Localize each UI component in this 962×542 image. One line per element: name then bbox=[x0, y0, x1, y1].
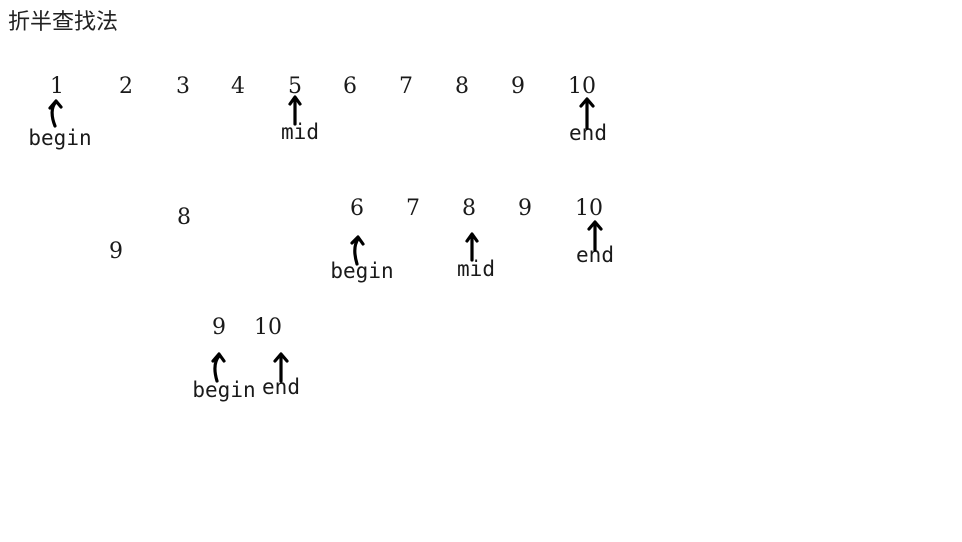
diagram-title: 折半查找法 bbox=[8, 10, 119, 35]
pointer-end-label: end bbox=[576, 243, 614, 267]
number-cell: 9 bbox=[511, 74, 525, 99]
pointer-end-label: end bbox=[569, 121, 607, 145]
number-cell: 6 bbox=[343, 74, 357, 99]
target-value-label: 8 bbox=[177, 205, 191, 230]
begin-arrow-icon bbox=[48, 99, 63, 128]
number-cell: 3 bbox=[176, 74, 190, 99]
number-cell: 5 bbox=[288, 74, 302, 99]
number-cell: 4 bbox=[231, 74, 245, 99]
number-cell: 9 bbox=[518, 196, 532, 221]
number-cell: 10 bbox=[575, 196, 603, 221]
pointer-mid-label: mid bbox=[457, 257, 495, 281]
target-value-label: 9 bbox=[109, 239, 123, 264]
begin-arrow-icon bbox=[211, 352, 226, 383]
pointer-mid-label: mid bbox=[281, 120, 319, 144]
number-cell: 9 bbox=[212, 315, 226, 340]
number-cell: 10 bbox=[254, 315, 282, 340]
number-cell: 2 bbox=[119, 74, 133, 99]
number-cell: 7 bbox=[406, 196, 420, 221]
pointer-begin-label: begin bbox=[330, 259, 394, 283]
pointer-end-label: end bbox=[262, 375, 300, 399]
pointer-begin-label: begin bbox=[192, 378, 256, 402]
number-cell: 10 bbox=[568, 74, 596, 99]
number-cell: 8 bbox=[455, 74, 469, 99]
number-cell: 6 bbox=[350, 196, 364, 221]
number-cell: 7 bbox=[399, 74, 413, 99]
pointer-begin-label: begin bbox=[28, 126, 92, 150]
number-cell: 8 bbox=[462, 196, 476, 221]
number-cell: 1 bbox=[50, 74, 64, 99]
